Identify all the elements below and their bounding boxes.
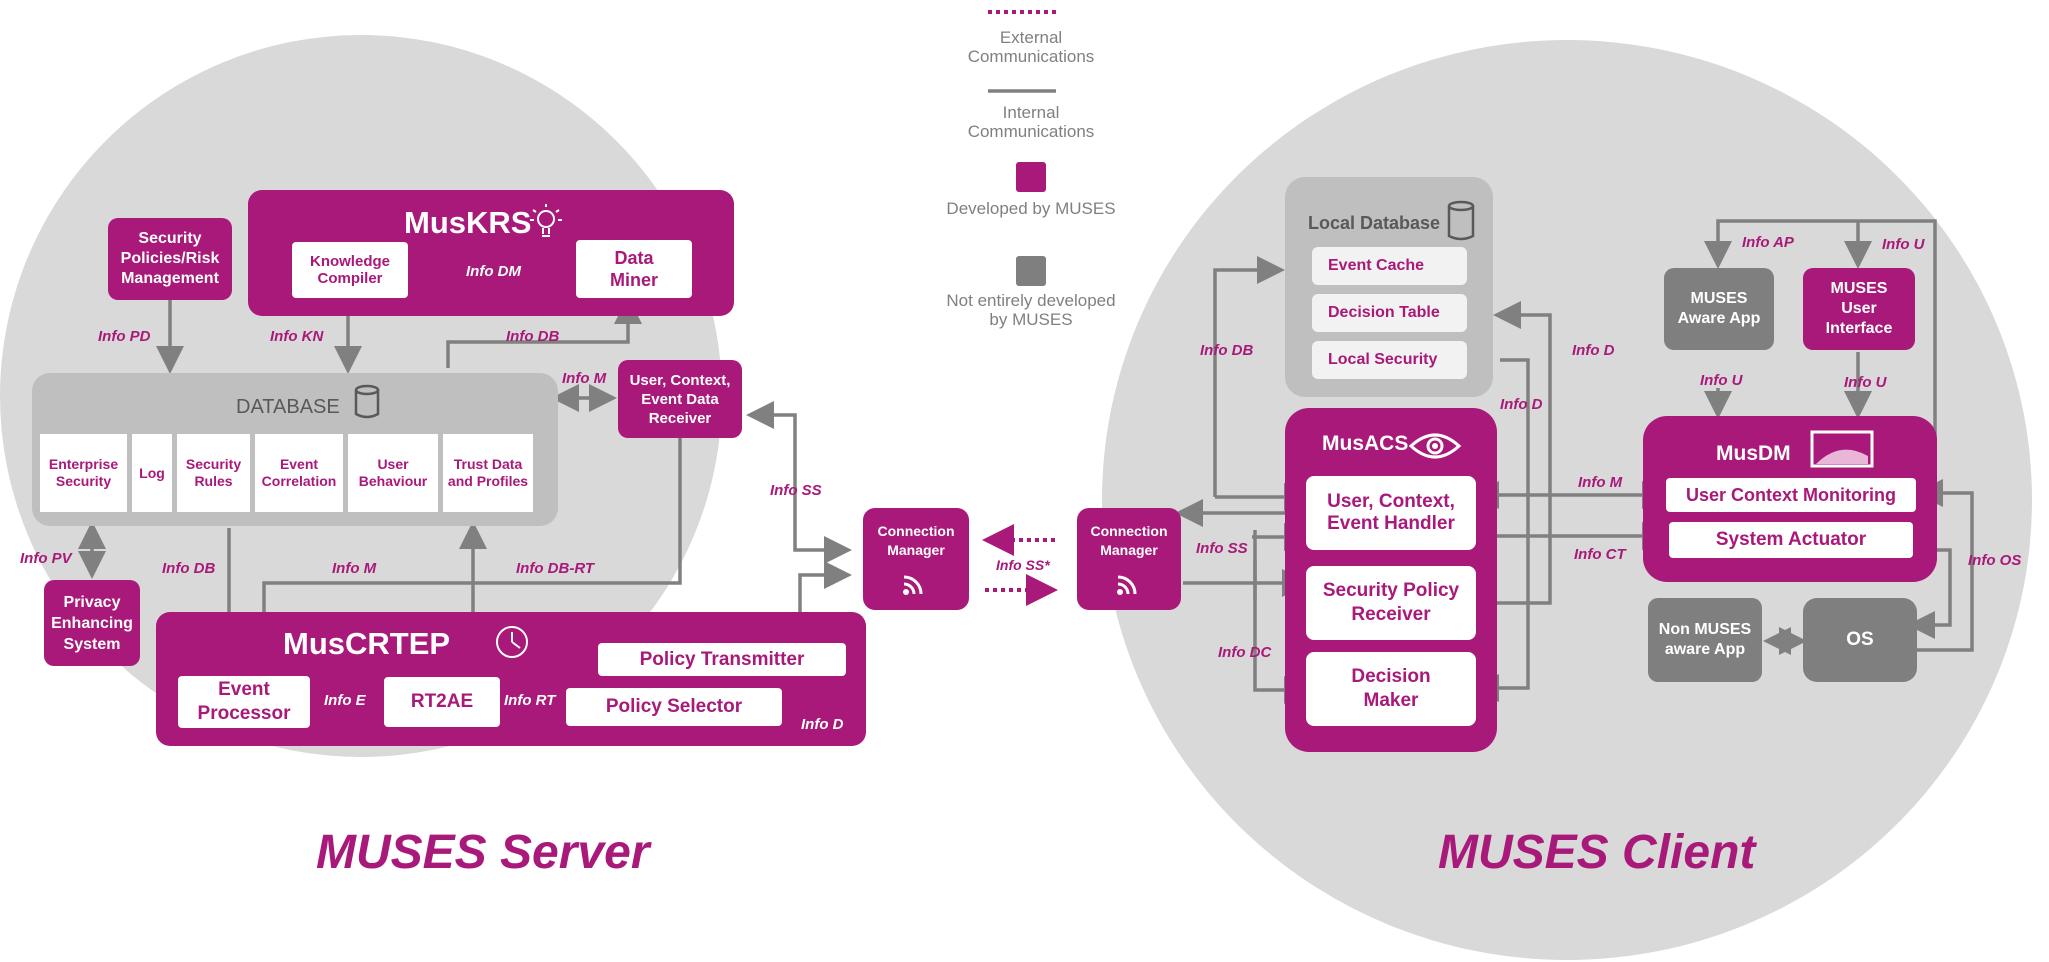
legend-internal-label: Internal Communications	[967, 103, 1095, 141]
label-info-ap: Info AP	[1742, 234, 1794, 251]
privacy-enhancing-system: Privacy Enhancing System	[44, 580, 140, 666]
label-info-dm: Info DM	[466, 263, 521, 280]
legend-not-developed-swatch	[1016, 256, 1046, 286]
db-cell: Security Rules	[177, 434, 250, 512]
label-info-db-top: Info DB	[506, 328, 560, 345]
label-info-os: Info OS	[1968, 552, 2022, 569]
db-cell: Trust Data and Profiles	[443, 434, 533, 512]
muskrs-title: MusKRS	[404, 205, 532, 240]
db-cell: Log	[132, 434, 172, 512]
server-title: MUSES Server	[316, 826, 650, 879]
policy-transmitter: Policy Transmitter	[598, 643, 846, 676]
eye-icon	[1408, 430, 1462, 462]
label-info-kn: Info KN	[270, 328, 324, 345]
non-muses-aware-app: Non MUSES aware App	[1648, 598, 1762, 682]
decision-maker: Decision Maker	[1306, 652, 1476, 726]
db-cell: User Behaviour	[348, 434, 438, 512]
database-title: DATABASE	[236, 396, 340, 418]
label-info-u: Info U	[1844, 374, 1887, 391]
legend-not-developed-label: Not entirely developed by MUSES	[946, 291, 1116, 329]
db-cell: Event Correlation	[255, 434, 343, 512]
label-info-rt: Info RT	[504, 692, 556, 709]
label-info-dc: Info DC	[1218, 644, 1272, 661]
database-icon	[352, 384, 382, 420]
label-info-db-rt: Info DB-RT	[516, 560, 595, 577]
muses-user-interface: MUSES User Interface	[1803, 268, 1915, 350]
muscrtep-title: MusCRTEP	[283, 626, 451, 661]
label-info-m-mid: Info M	[332, 560, 377, 577]
policy-selector: Policy Selector	[566, 688, 782, 726]
lightbulb-icon	[528, 202, 564, 242]
label-info-m: Info M	[1578, 474, 1623, 491]
clock-icon	[494, 624, 530, 660]
wifi-icon	[1112, 570, 1142, 600]
server-connection-manager-label: Connection Manager	[877, 523, 955, 558]
server-connection-manager	[863, 508, 969, 610]
label-info-db-left: Info DB	[162, 560, 216, 577]
system-actuator: System Actuator	[1669, 522, 1913, 558]
event-processor: Event Processor	[178, 676, 310, 728]
knowledge-compiler: Knowledge Compiler	[292, 242, 408, 298]
legend-developed-swatch	[1016, 162, 1046, 192]
label-info-pv: Info PV	[20, 550, 72, 567]
label-info-ss-star: Info SS*	[996, 557, 1050, 573]
os-box: OS	[1803, 598, 1917, 682]
label-info-ss: Info SS	[770, 482, 822, 499]
local-db-item: Event Cache	[1312, 247, 1467, 285]
rt2ae: RT2AE	[384, 677, 500, 727]
security-policy-receiver: Security Policy Receiver	[1306, 566, 1476, 640]
event-handler: User, Context, Event Handler	[1306, 476, 1476, 550]
muses-aware-app: MUSES Aware App	[1664, 268, 1774, 350]
label-info-db: Info DB	[1200, 342, 1254, 359]
user-context-monitoring: User Context Monitoring	[1666, 478, 1916, 512]
label-info-u: Info U	[1700, 372, 1743, 389]
legend-external-label: External Communications	[967, 28, 1095, 66]
label-info-pd: Info PD	[98, 328, 151, 345]
label-info-d: Info D	[1572, 342, 1615, 359]
event-data-receiver: User, Context, Event Data Receiver	[618, 360, 742, 438]
security-policies-box: Security Policies/Risk Management	[108, 218, 232, 300]
label-info-ct: Info CT	[1574, 546, 1626, 563]
client-title: MUSES Client	[1438, 826, 1756, 879]
label-info-d: Info D	[1500, 396, 1543, 413]
musacs-title: MusACS	[1322, 432, 1409, 455]
monitor-icon	[1810, 430, 1874, 468]
local-database-title: Local Database	[1308, 213, 1441, 233]
data-miner: Data Miner	[576, 240, 692, 298]
db-cell: Enterprise Security	[40, 434, 127, 512]
local-db-item: Local Security	[1312, 341, 1467, 379]
musdm-title: MusDM	[1716, 442, 1791, 465]
label-info-e: Info E	[324, 692, 366, 709]
label-info-d: Info D	[801, 716, 844, 733]
label-info-ss: Info SS	[1196, 540, 1248, 557]
legend-developed-label: Developed by MUSES	[946, 199, 1116, 218]
client-connection-manager-label: Connection Manager	[1090, 523, 1168, 558]
local-db-item: Decision Table	[1312, 294, 1467, 332]
label-info-m-top: Info M	[562, 370, 607, 387]
wifi-icon	[898, 570, 928, 600]
label-info-u: Info U	[1882, 236, 1925, 253]
database-icon	[1446, 200, 1476, 242]
